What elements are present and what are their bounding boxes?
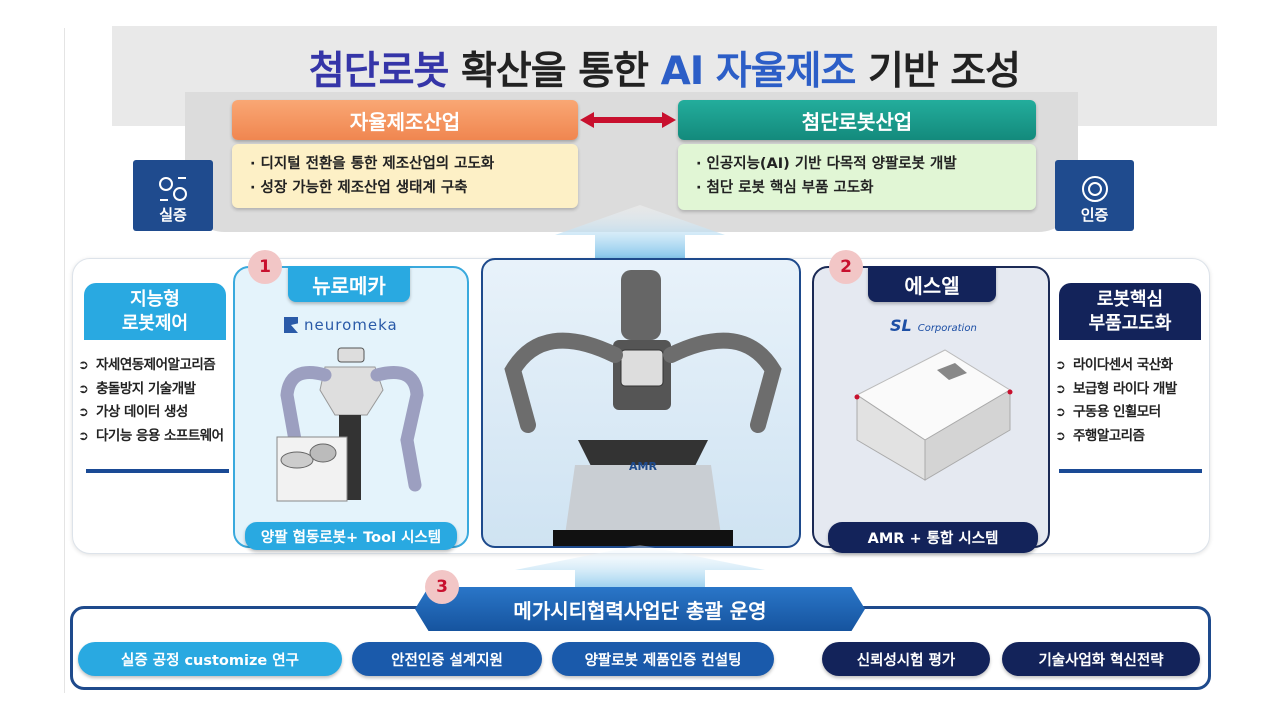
upward-arrow-icon <box>555 205 725 260</box>
operation-title: 메가시티협력사업단 총괄 운영 <box>415 587 865 631</box>
list-item: ➲ 보급형 라이다 개발 <box>1055 378 1177 402</box>
certification-gear-icon <box>1081 176 1108 202</box>
neuromeka-logo-text: neuromeka <box>304 316 398 334</box>
autonomous-manufacturing-items: · 디지털 전환을 통한 제조산업의 고도화 · 성장 가능한 제조산업 생태계… <box>232 144 578 208</box>
arrow-icon: ➲ <box>1055 358 1066 373</box>
dual-arm-robot-image <box>276 347 424 502</box>
list-item-text: 주행알고리즘 <box>1073 427 1145 444</box>
divider <box>86 469 229 473</box>
intelligent-control-header: 지능형 로봇제어 <box>84 283 226 340</box>
sl-header: 에스엘 <box>868 266 996 302</box>
center-robot-image: AMR <box>481 258 801 548</box>
list-item-text: 가상 데이터 생성 <box>96 404 188 420</box>
industry-item: · 디지털 전환을 통한 제조산업의 고도화 <box>250 156 495 172</box>
number-badge-3: 3 <box>425 570 459 604</box>
neuromeka-logo: neuromeka <box>284 316 398 334</box>
page-title: 첨단로봇 확산을 통한 AI 자율제조 기반 조성 <box>112 40 1217 96</box>
arrow-icon: ➲ <box>78 428 89 444</box>
advanced-robot-items: · 인공지능(AI) 기반 다목적 양팔로봇 개발 · 첨단 로봇 핵심 부품 … <box>678 144 1036 210</box>
industry-item: · 첨단 로봇 핵심 부품 고도화 <box>696 180 874 196</box>
list-item-text: 구동용 인휠모터 <box>1073 404 1161 420</box>
list-item: ➲ 가상 데이터 생성 <box>78 401 224 425</box>
left-edge-line <box>64 28 65 693</box>
industry-item: · 인공지능(AI) 기반 다목적 양팔로봇 개발 <box>696 156 957 172</box>
header-line: 부품고도화 <box>1088 312 1172 334</box>
list-item-text: 보급형 라이다 개발 <box>1073 380 1177 397</box>
title-part-4: 기반 조성 <box>855 49 1021 94</box>
core-parts-list: ➲ 라이다센서 국산화 ➲ 보급형 라이다 개발 ➲ 구동용 인휠모터 ➲ 주행알고리즘 <box>1055 354 1177 448</box>
list-item-text: 자세연동제어알고리즘 <box>96 357 216 373</box>
sl-caption: AMR + 통합 시스템 <box>828 522 1038 553</box>
double-arrow-icon <box>580 112 676 128</box>
industry-item: · 성장 가능한 제조산업 생태계 구축 <box>250 180 468 196</box>
big-upward-arrow-icon <box>515 545 765 595</box>
amr-box-image <box>854 349 1013 481</box>
number-badge-2: 2 <box>829 250 863 284</box>
arrow-icon: ➲ <box>78 358 89 373</box>
certification-label: 인증 <box>1080 206 1109 224</box>
sl-logo-sub: Corporation <box>917 323 977 334</box>
pill-certification-consulting: 양팔로봇 제품인증 컨설팅 <box>552 642 774 676</box>
list-item: ➲ 충돌방지 기술개발 <box>78 378 224 402</box>
arrow-icon: ➲ <box>1055 381 1066 397</box>
certification-badge: 인증 <box>1055 160 1134 231</box>
header-line: 로봇핵심 <box>1096 288 1164 310</box>
autonomous-manufacturing-header: 자율제조산업 <box>232 100 578 140</box>
pill-safety-design: 안전인증 설계지원 <box>352 642 542 676</box>
divider <box>1059 469 1202 473</box>
core-parts-header: 로봇핵심 부품고도화 <box>1059 283 1201 340</box>
header-line: 지능형 <box>130 288 180 310</box>
list-item: ➲ 주행알고리즘 <box>1055 425 1177 449</box>
list-item: ➲ 라이다센서 국산화 <box>1055 354 1177 378</box>
arrow-icon: ➲ <box>1055 428 1066 444</box>
arrow-icon: ➲ <box>78 405 89 420</box>
title-part-2: 확산을 통한 <box>448 49 661 94</box>
arrow-icon: ➲ <box>78 381 89 397</box>
neuromeka-logo-icon <box>284 317 298 333</box>
sl-logo: SL Corporation <box>890 316 977 335</box>
amr-base-label: AMR <box>629 460 657 473</box>
verification-label: 실증 <box>159 206 187 224</box>
gears-icon <box>159 177 187 201</box>
pill-customize-research: 실증 공정 customize 연구 <box>78 642 342 676</box>
list-item: ➲ 다기능 응용 소프트웨어 <box>78 425 224 449</box>
intelligent-control-list: ➲ 자세연동제어알고리즘 ➲ 충돌방지 기술개발 ➲ 가상 데이터 생성 ➲ 다기능 응… <box>78 354 224 448</box>
title-part-robot: 첨단로봇 <box>308 49 450 94</box>
title-part-ai: AI 자율제조 <box>660 49 857 94</box>
list-item: ➲ 자세연동제어알고리즘 <box>78 354 224 378</box>
advanced-robot-header: 첨단로봇산업 <box>678 100 1036 140</box>
number-badge-1: 1 <box>248 250 282 284</box>
verification-badge: 실증 <box>133 160 213 231</box>
header-line: 로봇제어 <box>121 312 189 334</box>
list-item: ➲ 구동용 인휠모터 <box>1055 401 1177 425</box>
sl-logo-main: SL <box>890 316 912 335</box>
arrow-icon: ➲ <box>1055 405 1066 420</box>
list-item-text: 다기능 응용 소프트웨어 <box>96 427 224 444</box>
neuromeka-header: 뉴로메카 <box>288 266 410 302</box>
pill-commercialization-strategy: 기술사업화 혁신전략 <box>1002 642 1200 676</box>
humanoid-robot-illustration: AMR <box>504 270 782 546</box>
list-item-text: 충돌방지 기술개발 <box>96 380 196 397</box>
list-item-text: 라이다센서 국산화 <box>1073 357 1173 373</box>
neuromeka-caption: 양팔 협동로봇+ Tool 시스템 <box>245 522 457 550</box>
pill-reliability-test: 신뢰성시험 평가 <box>822 642 990 676</box>
